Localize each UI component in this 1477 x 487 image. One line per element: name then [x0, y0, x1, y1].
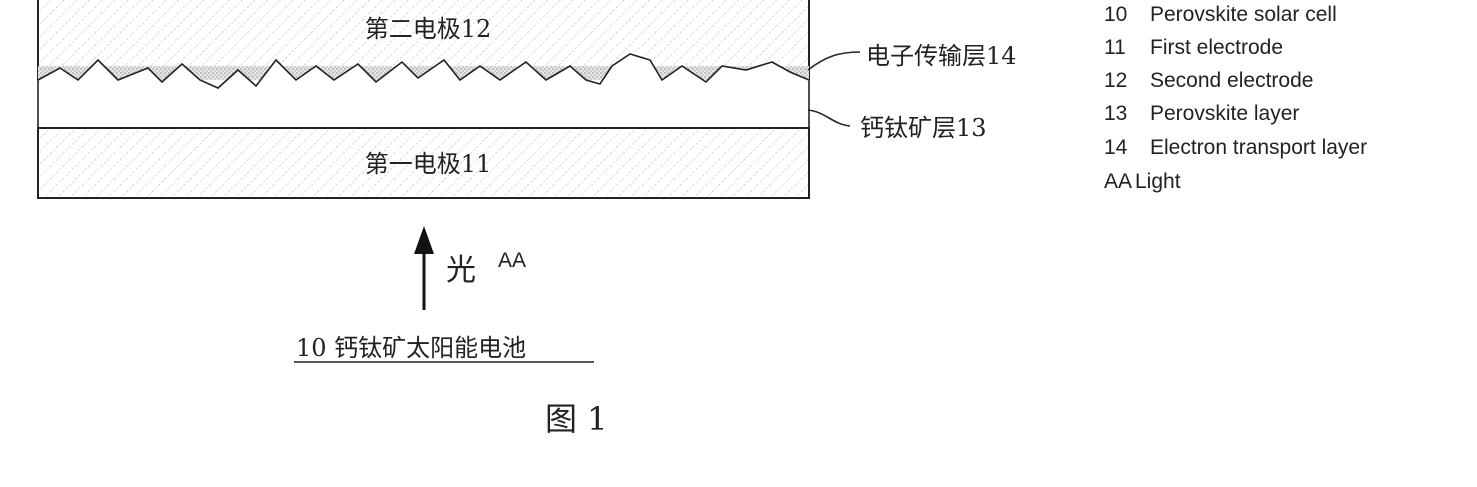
- legend-text-10: Perovskite solar cell: [1150, 3, 1337, 26]
- light-label-code: AA: [498, 249, 526, 272]
- second-electrode-label: 第二电极12: [365, 15, 492, 43]
- legend-code-12: 12: [1104, 69, 1127, 92]
- legend: 10 Perovskite solar cell 11 First electr…: [1104, 3, 1367, 193]
- figure-label: 图 1: [545, 400, 608, 438]
- light-arrow-icon: [414, 226, 434, 254]
- electron-transport-leader: [808, 52, 860, 70]
- electron-transport-callout: 电子传输层14: [866, 42, 1017, 70]
- legend-text-13: Perovskite layer: [1150, 102, 1299, 125]
- perovskite-callout: 钙钛矿层13: [860, 114, 987, 142]
- legend-code-10: 10: [1104, 3, 1127, 26]
- legend-code-13: 13: [1104, 102, 1127, 125]
- first-electrode-label: 第一电极11: [365, 150, 492, 178]
- legend-code-11: 11: [1104, 36, 1126, 59]
- legend-code-aa: AA: [1104, 170, 1132, 193]
- light-label-cn: 光: [446, 253, 476, 288]
- legend-text-12: Second electrode: [1150, 69, 1313, 92]
- legend-text-aa: Light: [1135, 170, 1181, 193]
- legend-code-14: 14: [1104, 136, 1128, 159]
- legend-text-14: Electron transport layer: [1150, 136, 1367, 159]
- perovskite-leader: [808, 110, 850, 126]
- cell-caption: 10 钙钛矿太阳能电池: [296, 334, 526, 362]
- legend-text-11: First electrode: [1150, 36, 1283, 59]
